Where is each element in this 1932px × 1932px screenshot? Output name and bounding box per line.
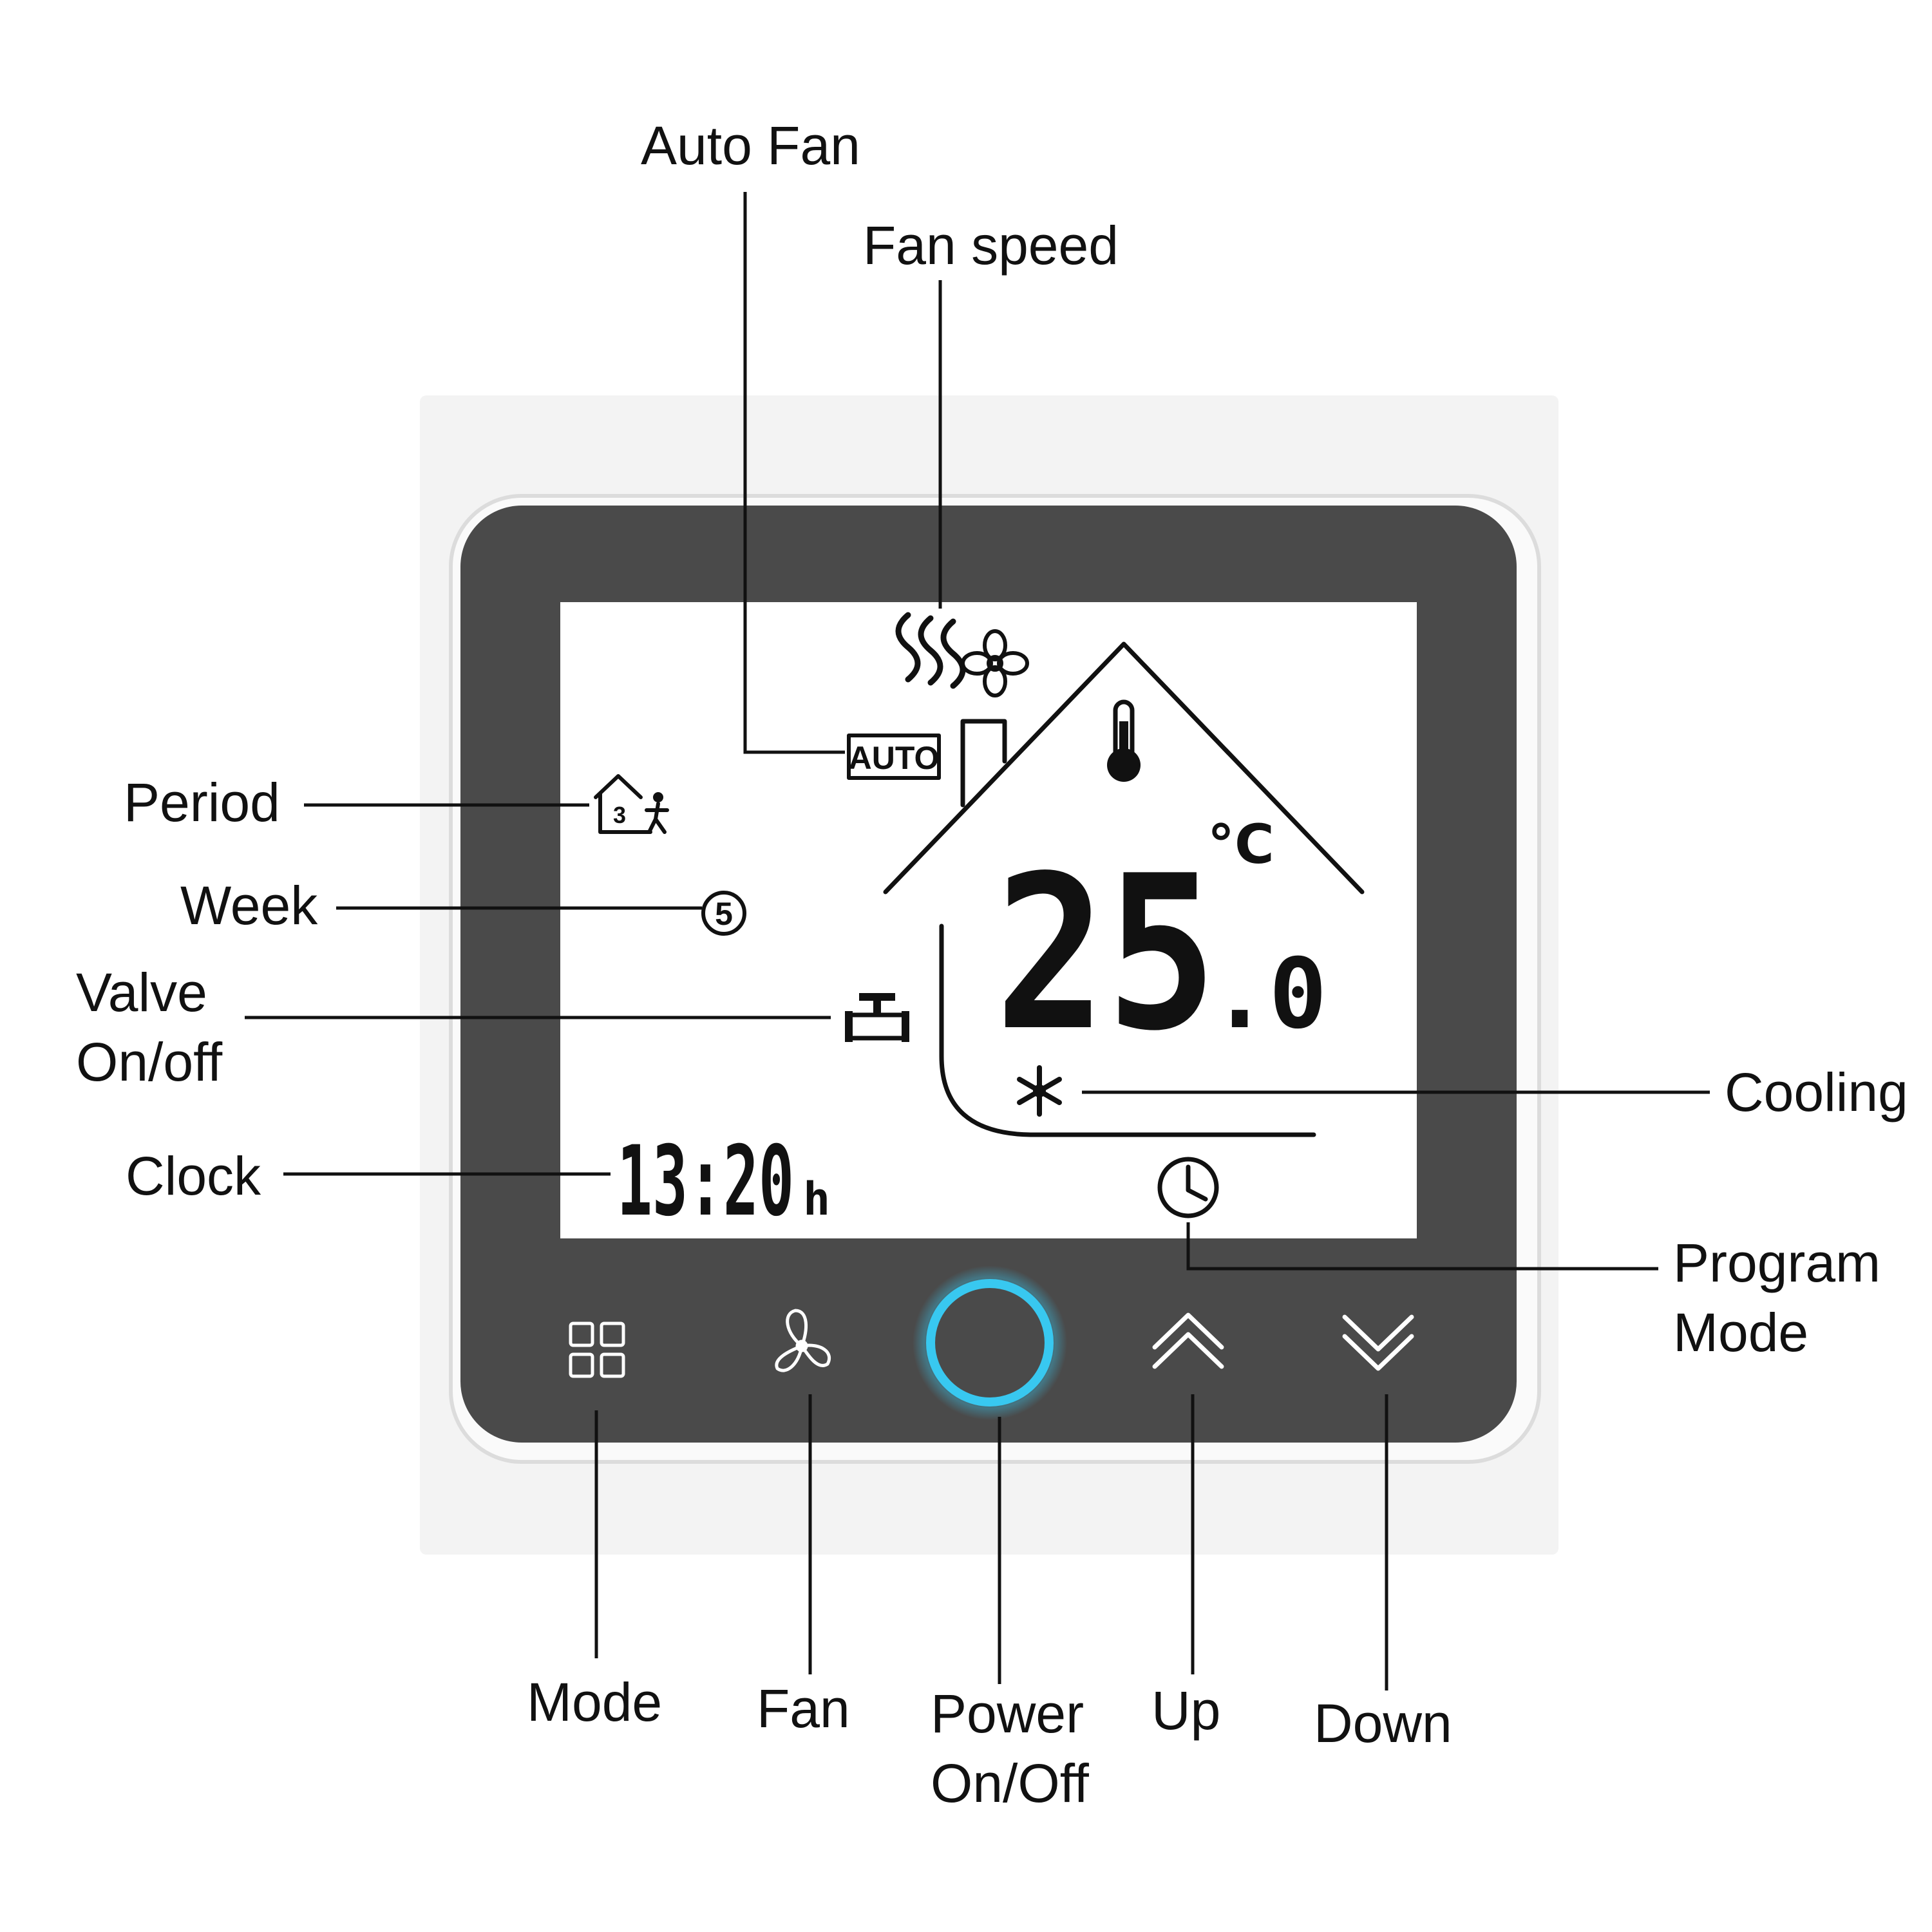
label-valve-line2: On/off bbox=[76, 1032, 223, 1092]
temperature-readout: 25 .0 °C bbox=[995, 813, 1327, 1077]
thermometer-icon bbox=[1107, 699, 1141, 782]
fan-speed-icon bbox=[895, 612, 1029, 697]
week-indicator: 5 bbox=[701, 891, 746, 936]
grid-icon bbox=[569, 1321, 625, 1378]
chevron-up-icon bbox=[1152, 1312, 1224, 1369]
label-valve-line1: Valve bbox=[76, 962, 207, 1023]
label-week: Week bbox=[180, 875, 318, 936]
period-icon: 3 bbox=[594, 774, 669, 834]
label-up: Up bbox=[1151, 1680, 1220, 1741]
cooling-snowflake-icon bbox=[1017, 1065, 1062, 1117]
label-fan-speed: Fan speed bbox=[863, 215, 1119, 276]
fan-blade-icon bbox=[775, 1309, 831, 1372]
chevron-down-icon bbox=[1342, 1314, 1414, 1371]
label-fan: Fan bbox=[757, 1678, 850, 1739]
label-program-line1: Program bbox=[1673, 1233, 1880, 1293]
label-down: Down bbox=[1314, 1693, 1452, 1754]
clock-readout: 13:20 h bbox=[617, 1126, 830, 1238]
clock-suffix: h bbox=[803, 1173, 830, 1226]
auto-fan-badge: AUTO bbox=[847, 734, 941, 780]
valve-icon bbox=[845, 993, 909, 1042]
week-day-number: 5 bbox=[715, 896, 733, 932]
period-number: 3 bbox=[613, 802, 626, 828]
up-button[interactable] bbox=[1140, 1301, 1236, 1391]
label-mode: Mode bbox=[527, 1672, 662, 1732]
temperature-decimal: .0 bbox=[1211, 938, 1327, 1050]
label-cooling: Cooling bbox=[1725, 1062, 1908, 1122]
label-power-line2: On/Off bbox=[931, 1753, 1090, 1814]
auto-badge-text: AUTO bbox=[849, 740, 940, 776]
mode-button[interactable] bbox=[554, 1307, 644, 1397]
temperature-unit: °C bbox=[1208, 813, 1274, 876]
fan-button[interactable] bbox=[757, 1307, 847, 1397]
label-power-line1: Power bbox=[931, 1683, 1084, 1744]
house-outline bbox=[883, 641, 1365, 1137]
label-period: Period bbox=[124, 772, 280, 833]
temperature-main: 25 bbox=[995, 830, 1217, 1077]
power-ring-icon bbox=[926, 1279, 1054, 1406]
callout-labels: Auto Fan Fan speed Period Week Valve On/… bbox=[76, 115, 1908, 1814]
label-auto-fan: Auto Fan bbox=[641, 115, 860, 176]
down-button[interactable] bbox=[1330, 1301, 1426, 1391]
program-clock-icon bbox=[1157, 1157, 1219, 1218]
power-button[interactable] bbox=[913, 1265, 1067, 1420]
leader-lines bbox=[245, 192, 1710, 1690]
label-program-line2: Mode bbox=[1673, 1302, 1808, 1363]
label-clock: Clock bbox=[126, 1146, 261, 1206]
clock-time: 13:20 bbox=[617, 1126, 794, 1238]
